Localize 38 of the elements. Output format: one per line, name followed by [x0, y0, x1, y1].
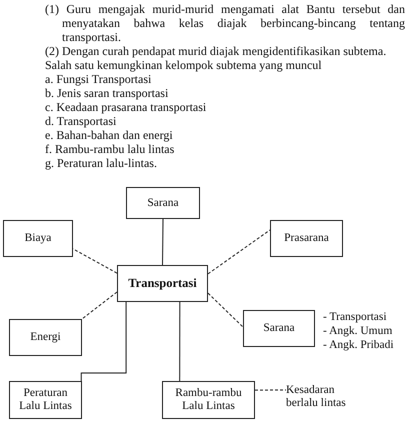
list-item: b. Jenis saran transportasi	[45, 86, 170, 100]
list-item: d. Transportasi	[45, 114, 118, 128]
subtopic-box	[126, 187, 200, 219]
subtopic-box	[9, 319, 82, 356]
list-item: g. Peraturan lalu-lintas.	[45, 156, 158, 170]
list-item: a. Fungsi Transportasi	[45, 72, 152, 86]
list-item: f. Rambu-rambu lalu lintas	[45, 142, 176, 156]
connector-line	[80, 302, 127, 382]
numbered-paragraph: (1) Guru mengajak murid-murid mengamati alat Bantu tersebut dan menyatakan bahwa kelas diajak berbincang-bincang tentang transportasi.	[45, 2, 405, 44]
numbered-paragraph: (2) Dengan curah pendapat murid diajak mengidentifikasikan subtema.	[45, 44, 388, 58]
node-label: Sarana	[147, 196, 179, 210]
subtopic-box	[243, 310, 315, 347]
paragraph: Salah satu kemungkinan kelompok subtema yang muncul	[45, 58, 323, 72]
connector-line	[179, 302, 180, 382]
subtopic-box	[9, 381, 82, 419]
dashed-connector	[82, 292, 118, 320]
note-text: Kesadaran berlalu lintas	[286, 384, 347, 410]
node-label: Peraturan Lalu Lintas	[19, 387, 72, 413]
node-label: Transportasi	[128, 277, 197, 290]
node-label: Rambu-rambu Lalu Lintas	[174, 387, 243, 413]
node-label: Sarana	[263, 322, 295, 335]
list-item: - Angk. Pribadi	[323, 338, 394, 352]
list-item: e. Bahan-bahan dan energi	[45, 128, 174, 142]
subtopic-box	[270, 220, 343, 257]
node-label: Energi	[30, 331, 61, 344]
node-label: Prasarana	[284, 232, 329, 245]
dashed-connector	[72, 248, 118, 274]
central-topic-box	[117, 265, 208, 302]
subtopic-box	[162, 381, 255, 419]
dashed-connector	[254, 390, 286, 391]
dashed-connector	[208, 292, 244, 328]
list-item: - Transportasi	[323, 310, 388, 324]
dashed-connector	[208, 230, 270, 274]
list-item: - Angk. Umum	[323, 324, 394, 338]
connector-line	[162, 218, 164, 266]
subtopic-box	[3, 220, 73, 257]
list-item: c. Keadaan prasarana transportasi	[45, 100, 208, 114]
node-label: Biaya	[24, 232, 52, 245]
